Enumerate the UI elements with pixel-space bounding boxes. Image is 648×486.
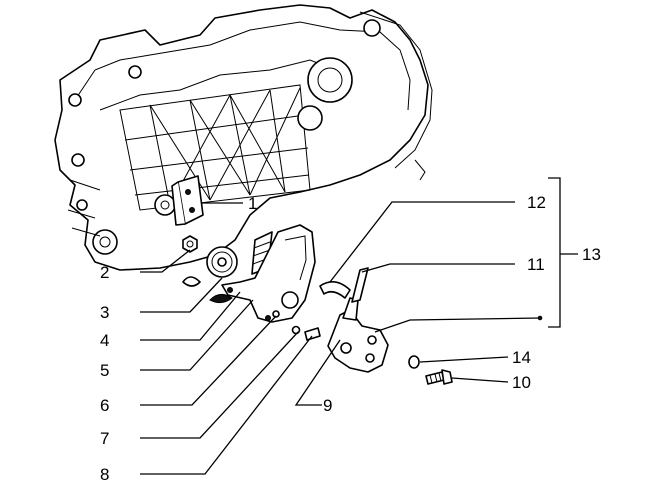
leader-lines: [140, 177, 578, 475]
label-7: 7: [100, 429, 109, 448]
label-12: 12: [527, 193, 546, 212]
label-5: 5: [100, 361, 109, 380]
label-10: 10: [512, 373, 531, 392]
part-14-washer: [408, 355, 420, 369]
label-11: 11: [527, 255, 545, 274]
oil-pump-body: [327, 297, 389, 373]
label-3: 3: [100, 303, 109, 322]
label-14: 14: [512, 348, 531, 367]
part-2-nut: [182, 235, 198, 253]
label-9: 9: [323, 396, 332, 415]
label-2: 2: [100, 263, 109, 282]
label-6: 6: [100, 396, 109, 415]
pump-cover: [221, 224, 316, 323]
part-6-screw: [272, 310, 280, 318]
label-13: 13: [582, 245, 601, 264]
part-3-gear: [182, 246, 238, 304]
part-11-pipe: [351, 267, 369, 303]
part-12-curved-pipe: [319, 281, 351, 299]
label-1: 1: [248, 194, 257, 213]
callout-labels: 1 2 3 4 5 6 7 8 9 10 11 12 13 14: [100, 193, 601, 484]
part-8-bolt: [304, 327, 321, 341]
part-1-bracket: [171, 175, 204, 226]
label-4: 4: [100, 331, 109, 350]
label-8: 8: [100, 465, 109, 484]
crankcase-housing: [54, 4, 433, 271]
part-10-bolt: [425, 369, 453, 385]
